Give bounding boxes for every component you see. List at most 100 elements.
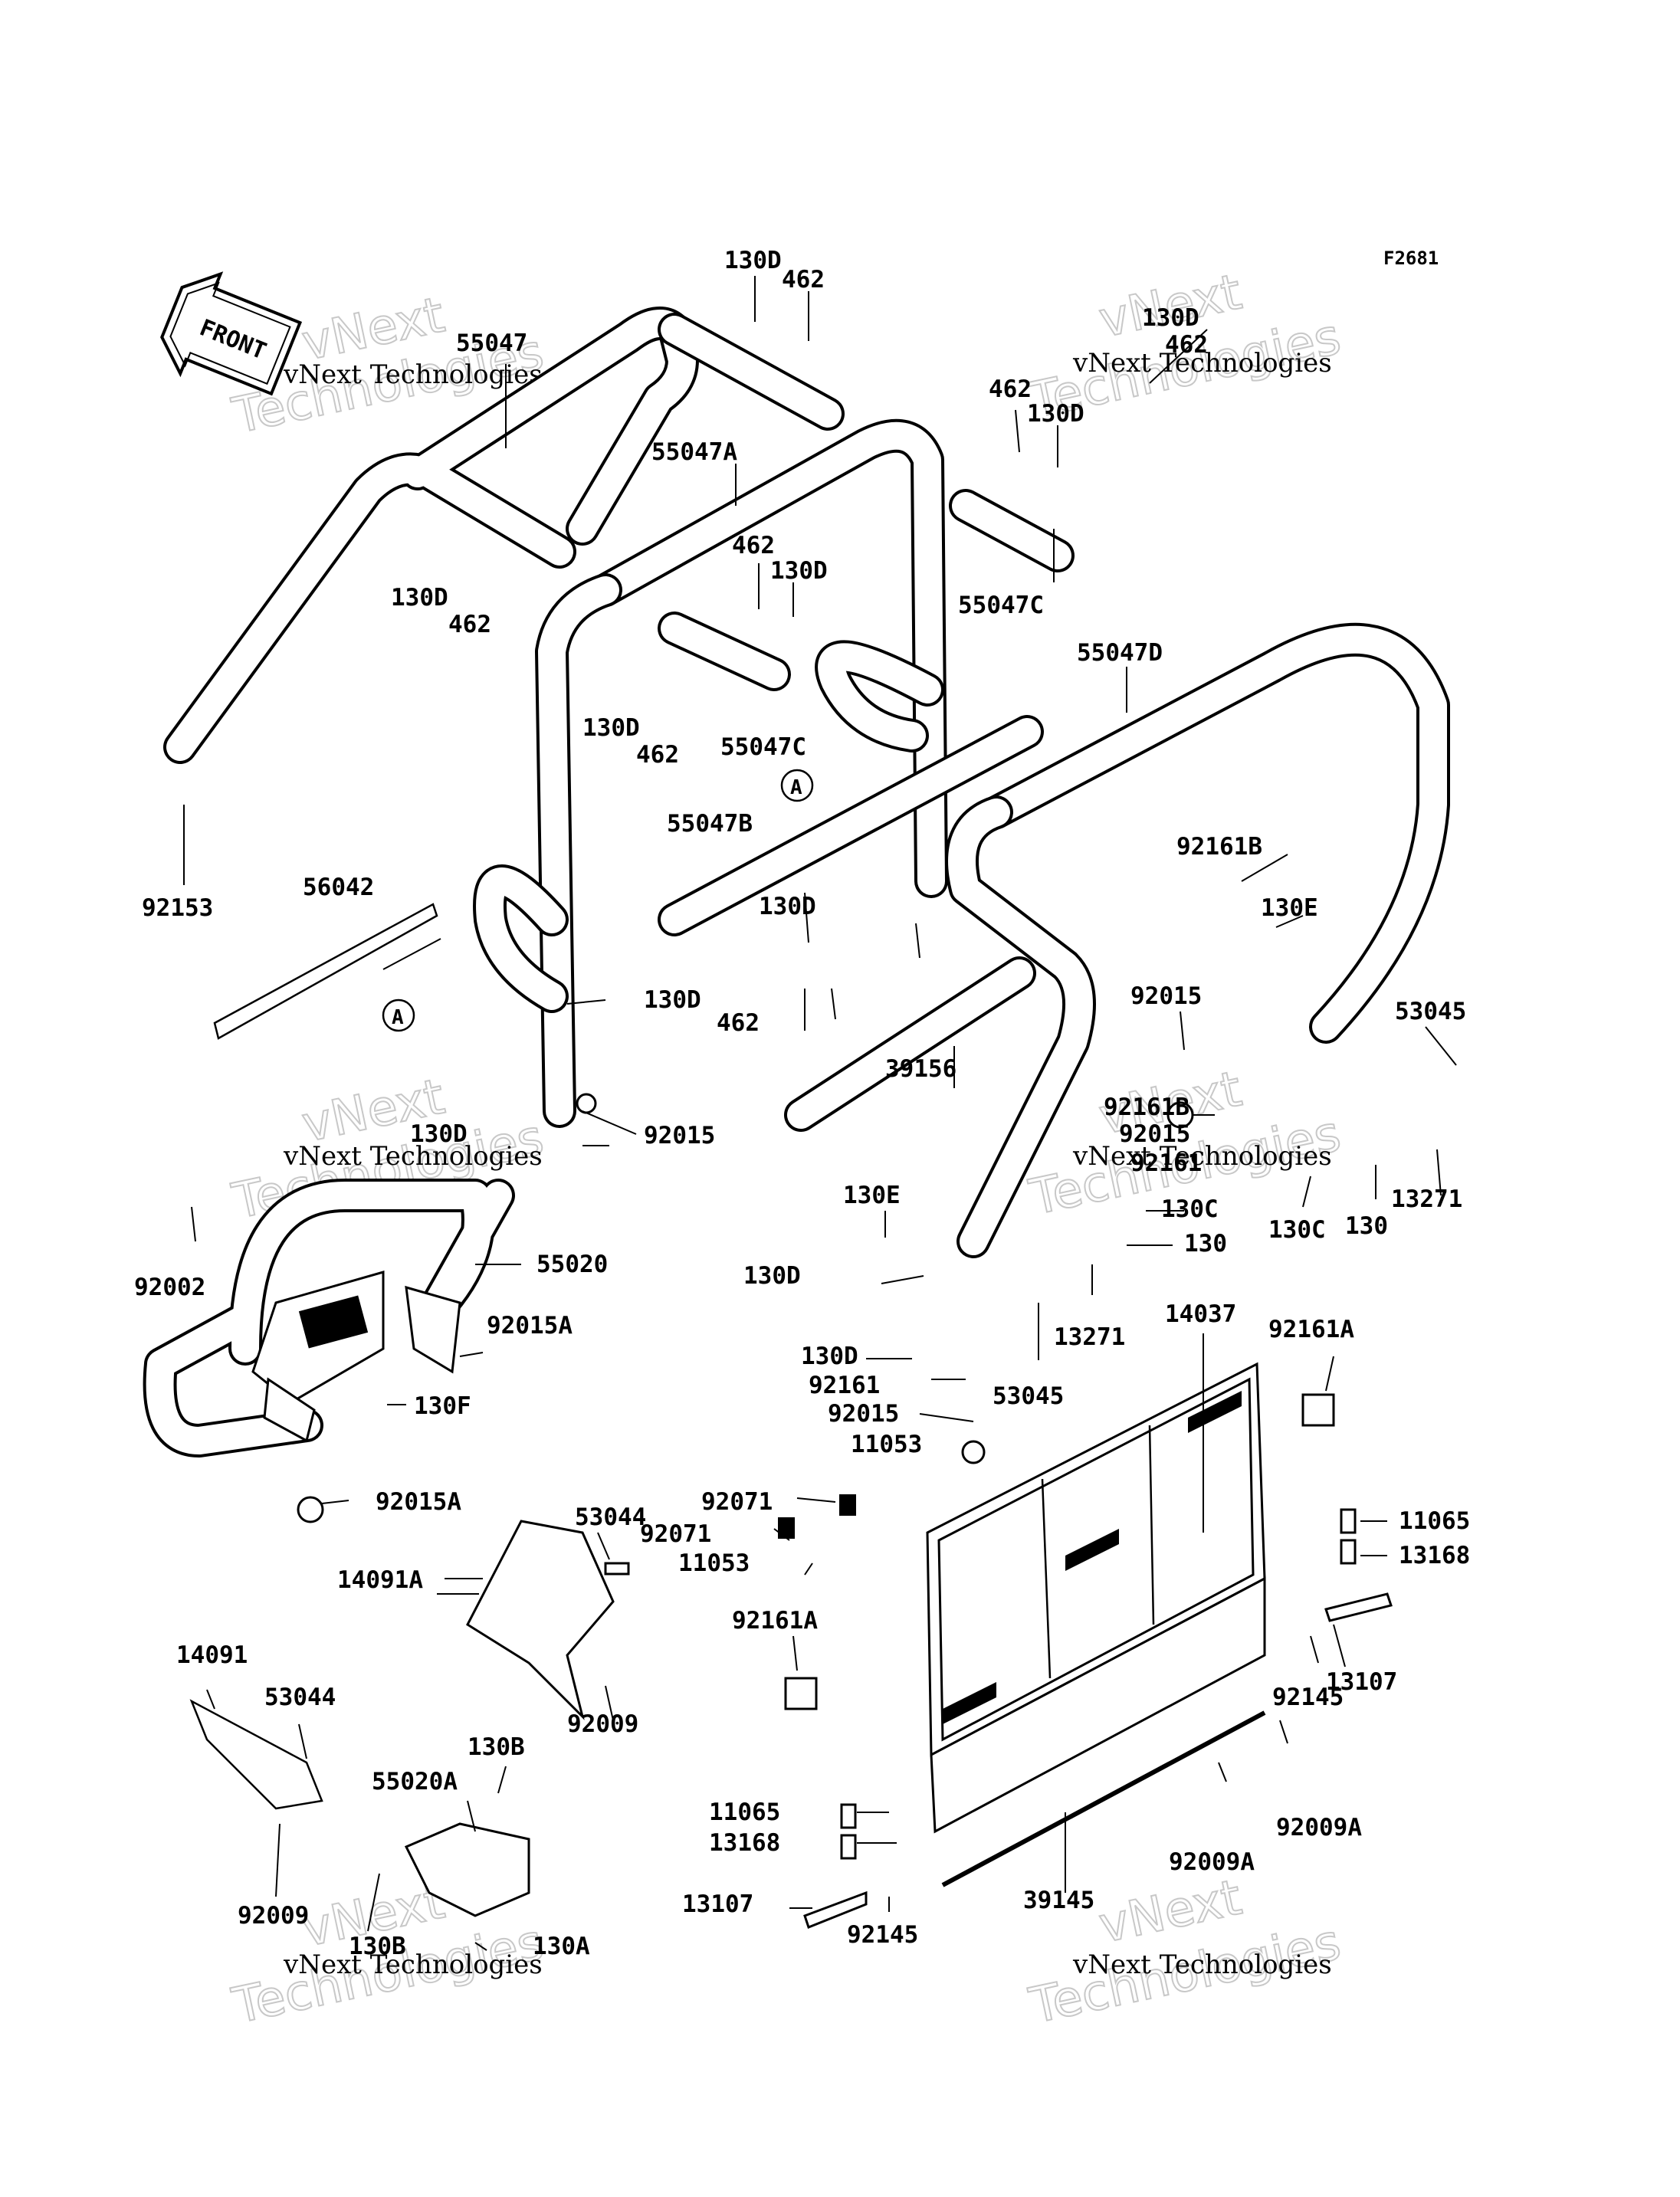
label-130D: 130D	[770, 557, 828, 585]
front-bumper-55020	[143, 1179, 515, 1458]
label-55047: 55047	[456, 330, 527, 357]
label-462: 462	[448, 611, 491, 638]
label-92015A: 92015A	[376, 1488, 461, 1516]
front-arrow-icon: FRONT	[160, 271, 303, 396]
part-labels: 55047 130D 462 130D 462 462 130D 55047A …	[134, 247, 1470, 1960]
label-130E: 130E	[1261, 894, 1318, 922]
label-55047C: 55047C	[958, 592, 1044, 619]
label-92071: 92071	[640, 1520, 711, 1548]
label-11065: 11065	[709, 1799, 780, 1826]
label-13168: 13168	[1399, 1542, 1470, 1569]
label-462: 462	[717, 1009, 760, 1037]
label-11053: 11053	[851, 1431, 922, 1458]
label-92161B: 92161B	[1176, 833, 1262, 861]
svg-text:vNext Technologies: vNext Technologies	[283, 359, 543, 390]
label-53044: 53044	[575, 1503, 646, 1531]
label-130B: 130B	[349, 1933, 406, 1960]
svg-text:A: A	[790, 776, 802, 799]
label-13107: 13107	[682, 1890, 753, 1918]
label-92009A: 92009A	[1169, 1848, 1255, 1876]
label-53045: 53045	[1395, 998, 1466, 1025]
label-92015: 92015	[828, 1400, 899, 1428]
label-14091: 14091	[176, 1641, 248, 1669]
label-92002: 92002	[134, 1274, 205, 1301]
leader-lines	[183, 276, 1457, 1951]
label-55020: 55020	[536, 1251, 608, 1278]
svg-text:vNext Technologies: vNext Technologies	[1072, 1949, 1332, 1980]
label-130D: 130D	[1027, 400, 1084, 428]
callout-a-bottom: A	[382, 998, 415, 1032]
label-92015: 92015	[1130, 982, 1202, 1010]
label-53044: 53044	[264, 1684, 336, 1711]
label-130D: 130D	[410, 1120, 468, 1148]
strip-56042	[213, 903, 438, 1040]
label-92153: 92153	[142, 894, 213, 922]
label-92071: 92071	[701, 1488, 773, 1516]
label-13107: 13107	[1326, 1668, 1397, 1696]
label-92161A: 92161A	[732, 1607, 818, 1635]
plate-55020A	[404, 1822, 530, 1917]
rod-39145	[941, 1710, 1266, 1887]
label-14091A: 14091A	[337, 1566, 423, 1594]
label-39156: 39156	[885, 1055, 956, 1083]
label-130C: 130C	[1268, 1216, 1326, 1244]
svg-text:vNext Technologies: vNext Technologies	[283, 1141, 543, 1172]
label-92015A: 92015A	[487, 1312, 573, 1340]
label-130D: 130D	[801, 1343, 858, 1370]
rear-gate-14037	[926, 1362, 1266, 1834]
roll-cage-frame	[163, 307, 1450, 1258]
svg-text:vNext Technologies: vNext Technologies	[1072, 348, 1332, 379]
guard-14091A	[466, 1520, 615, 1720]
label-130D: 130D	[644, 986, 701, 1014]
label-14037: 14037	[1165, 1300, 1236, 1328]
label-130: 130	[1345, 1212, 1388, 1240]
guard-14091	[189, 1699, 323, 1810]
label-130: 130	[1184, 1230, 1227, 1258]
label-92161: 92161	[809, 1372, 880, 1399]
label-92161B: 92161B	[1104, 1094, 1189, 1121]
label-130D: 130D	[1142, 304, 1199, 332]
svg-text:vNext Technologies: vNext Technologies	[1072, 1141, 1332, 1172]
label-130F: 130F	[414, 1392, 471, 1420]
label-13168: 13168	[709, 1829, 780, 1857]
label-462: 462	[636, 741, 679, 769]
label-92145: 92145	[847, 1921, 918, 1949]
figure-code: F2681	[1383, 248, 1439, 269]
label-92015: 92015	[1119, 1120, 1190, 1148]
small-hardware	[297, 1093, 1393, 1929]
label-130D: 130D	[759, 893, 816, 920]
label-55047B: 55047B	[667, 810, 753, 838]
label-92015: 92015	[644, 1122, 715, 1149]
label-39145: 39145	[1023, 1887, 1094, 1914]
label-130D: 130D	[743, 1262, 801, 1290]
label-56042: 56042	[303, 874, 374, 901]
label-55047C: 55047C	[720, 733, 806, 761]
svg-text:vNext Technologies: vNext Technologies	[283, 1949, 543, 1980]
label-130C: 130C	[1161, 1195, 1219, 1223]
label-462: 462	[989, 375, 1032, 403]
label-92145: 92145	[1272, 1684, 1344, 1711]
label-55047A: 55047A	[651, 438, 737, 466]
svg-text:A: A	[392, 1006, 404, 1029]
label-92009A: 92009A	[1276, 1814, 1362, 1841]
label-11053: 11053	[678, 1549, 750, 1577]
label-13271: 13271	[1391, 1185, 1462, 1213]
callout-a-top: A	[780, 769, 814, 802]
label-92009: 92009	[567, 1710, 638, 1738]
label-130A: 130A	[533, 1933, 590, 1960]
label-130D: 130D	[582, 714, 640, 742]
label-130D: 130D	[391, 584, 448, 612]
label-13271: 13271	[1054, 1323, 1125, 1351]
label-55047D: 55047D	[1077, 639, 1163, 667]
label-462: 462	[732, 532, 775, 559]
label-92161: 92161	[1130, 1149, 1202, 1177]
label-55020A: 55020A	[372, 1768, 458, 1795]
label-92161A: 92161A	[1268, 1316, 1354, 1343]
label-130B: 130B	[468, 1733, 525, 1761]
label-462: 462	[1165, 331, 1208, 359]
label-130E: 130E	[843, 1182, 901, 1209]
label-130D: 130D	[724, 247, 782, 274]
label-462: 462	[782, 266, 825, 293]
label-11065: 11065	[1399, 1507, 1470, 1535]
